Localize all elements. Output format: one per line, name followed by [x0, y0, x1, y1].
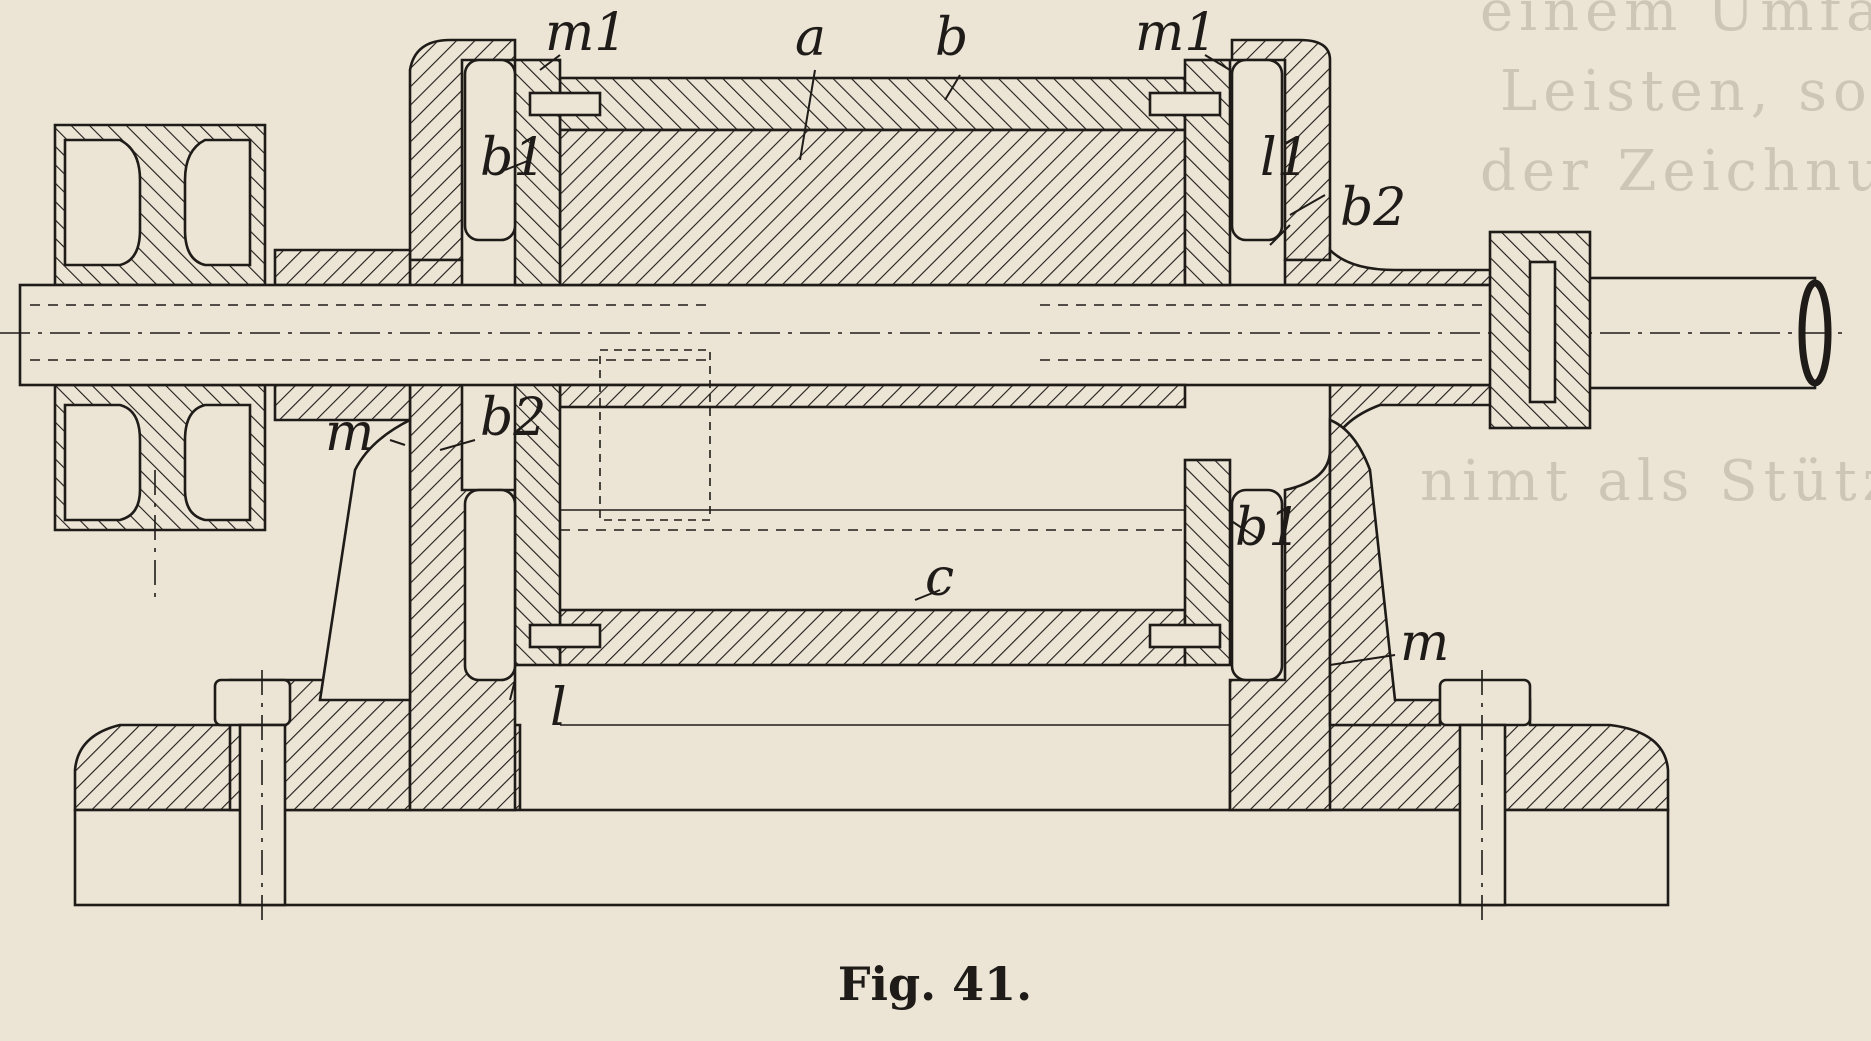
label-b1-upper: b1	[480, 128, 546, 188]
label-m-right: m	[1400, 613, 1449, 673]
label-b: b	[935, 8, 968, 68]
label-l-lower: l	[550, 678, 567, 738]
label-b2-upper: b2	[1340, 178, 1406, 238]
label-b2-lower: b2	[480, 388, 546, 448]
label-m-left: m	[325, 403, 374, 463]
pulley-left	[53, 123, 267, 532]
shaft	[0, 276, 1850, 600]
screws	[528, 91, 1222, 649]
nut-right	[1488, 230, 1592, 430]
label-b1-lower: b1	[1235, 498, 1301, 558]
leader-lines	[389, 54, 1396, 701]
label-m1-right: m1	[1135, 3, 1217, 63]
bleed-through-text: einem Umfange Leisten, so der Zeichnung …	[1420, 0, 1871, 514]
base-plate	[73, 698, 1670, 907]
labels: m1 a b m1 b1 l1 b2 m b2 b1 c m l	[325, 3, 1449, 738]
label-a: a	[795, 8, 826, 68]
foundation-bolts	[213, 670, 1532, 920]
label-m1-left: m1	[545, 3, 627, 63]
label-l-upper: l1	[1260, 128, 1310, 188]
drum-upper	[513, 58, 1232, 287]
bleed-line-2: Leisten, so	[1500, 59, 1871, 124]
drum-lower	[513, 349, 1232, 726]
rollers	[463, 58, 1284, 682]
label-c: c	[925, 548, 954, 608]
bleed-line-4: nimt als Stütze	[1420, 449, 1871, 514]
bleed-line-3: der Zeichnung	[1480, 139, 1871, 204]
bleed-line-1: einem Umfange	[1480, 0, 1871, 44]
figure-caption: Fig. 41.	[838, 957, 1032, 1011]
